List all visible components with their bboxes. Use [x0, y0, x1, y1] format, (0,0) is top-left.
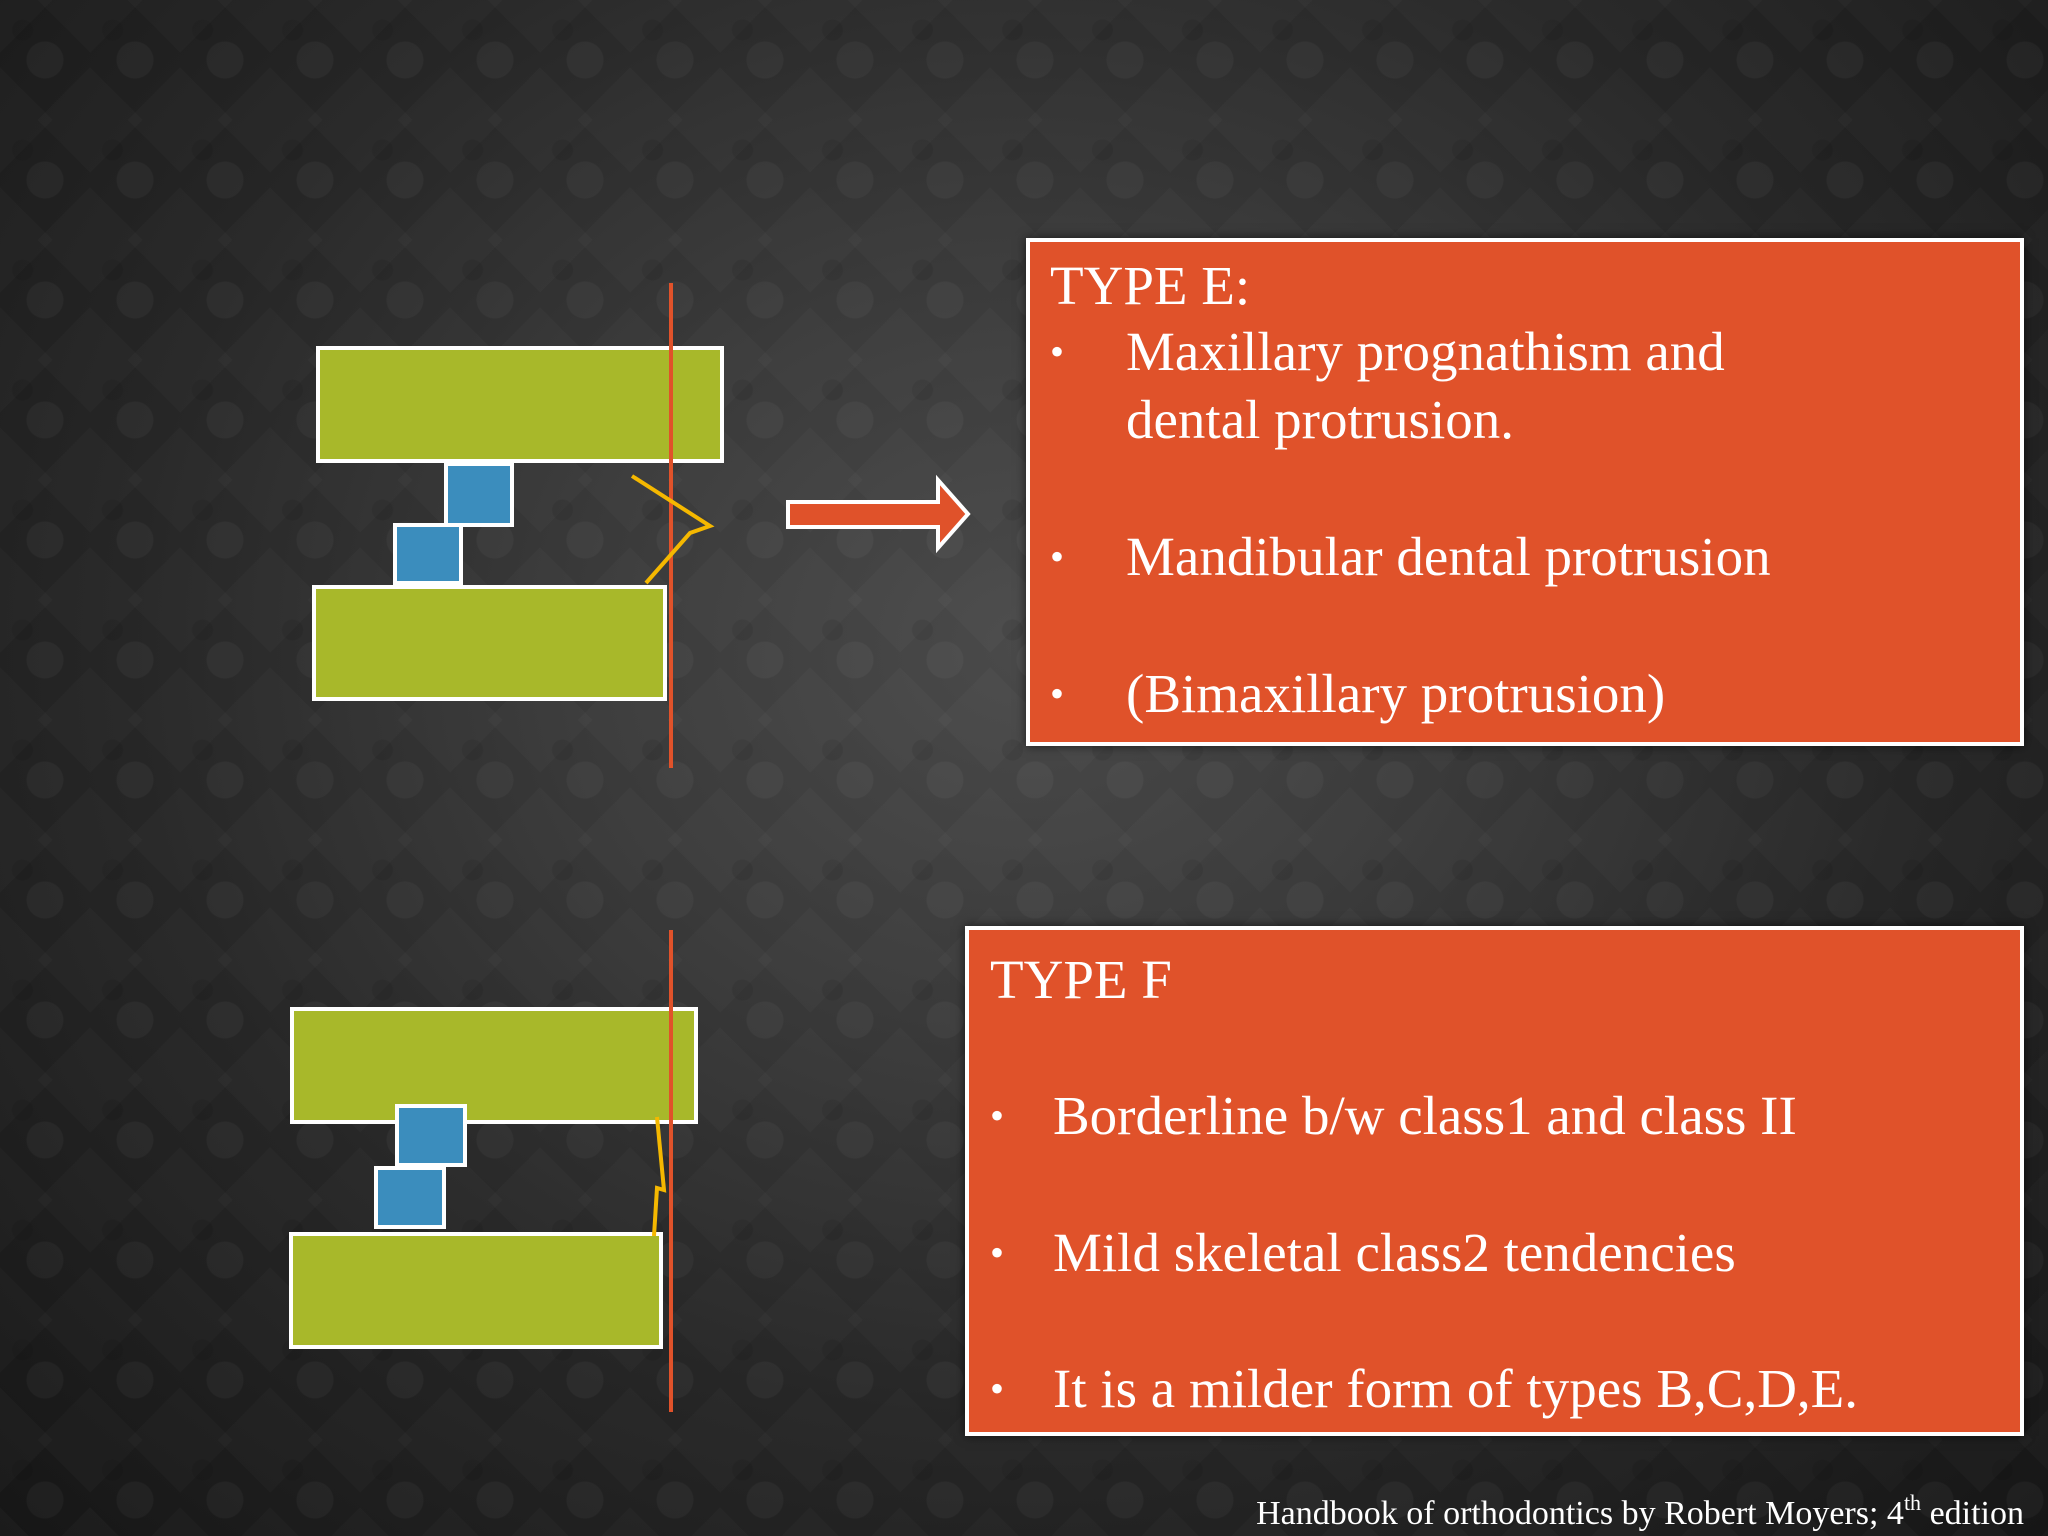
type-e-lower-tooth [393, 523, 463, 585]
type-e-box: TYPE E: • Maxillary prognathism and dent… [1026, 238, 2024, 746]
bullet-icon: • [990, 1366, 1005, 1411]
type-e-diagram [312, 283, 724, 768]
type-f-diagram [289, 930, 698, 1412]
type-f-bullet-2-text: Mild skeletal class2 tendencies [1053, 1222, 1736, 1283]
type-e-bullet-2-text: Mandibular dental protrusion [1126, 526, 1771, 587]
type-f-lower-tooth [374, 1166, 446, 1229]
type-f-lower-jaw [289, 1232, 663, 1349]
type-e-title: TYPE E: [1050, 255, 1251, 316]
type-e-bullet-3-text: (Bimaxillary protrusion) [1126, 663, 1666, 724]
type-f-title: TYPE F [990, 949, 1172, 1010]
bullet-icon: • [990, 1093, 1005, 1138]
type-e-profile-line [630, 474, 715, 585]
bullet-icon: • [1050, 329, 1065, 374]
type-e-upper-jaw [316, 346, 724, 463]
bullet-icon: • [1050, 671, 1065, 716]
type-f-upper-jaw [290, 1007, 698, 1124]
bullet-icon: • [990, 1230, 1005, 1275]
type-f-profile-line [652, 1116, 667, 1237]
type-f-box: TYPE F • Borderline b/w class1 and class… [965, 926, 2024, 1436]
type-f-bullet-1-text: Borderline b/w class1 and class II [1053, 1085, 1797, 1146]
citation-suffix: edition [1921, 1495, 2024, 1532]
type-f-upper-tooth [395, 1104, 467, 1167]
type-e-lower-jaw [312, 585, 667, 701]
type-e-upper-tooth [444, 462, 514, 527]
citation-footer: Handbook of orthodontics by Robert Moyer… [1256, 1490, 2024, 1533]
type-e-bullet-1-line-2: dental protrusion. [1126, 389, 1514, 450]
type-f-bullet-3-text: It is a milder form of types B,C,D,E. [1053, 1358, 1859, 1419]
right-arrow-icon [786, 474, 971, 554]
citation-superscript: th [1903, 1490, 1922, 1515]
citation-text: Handbook of orthodontics by Robert Moyer… [1256, 1495, 1904, 1532]
bullet-icon: • [1050, 534, 1065, 579]
type-e-bullet-1-line-1: Maxillary prognathism and [1126, 321, 1725, 382]
